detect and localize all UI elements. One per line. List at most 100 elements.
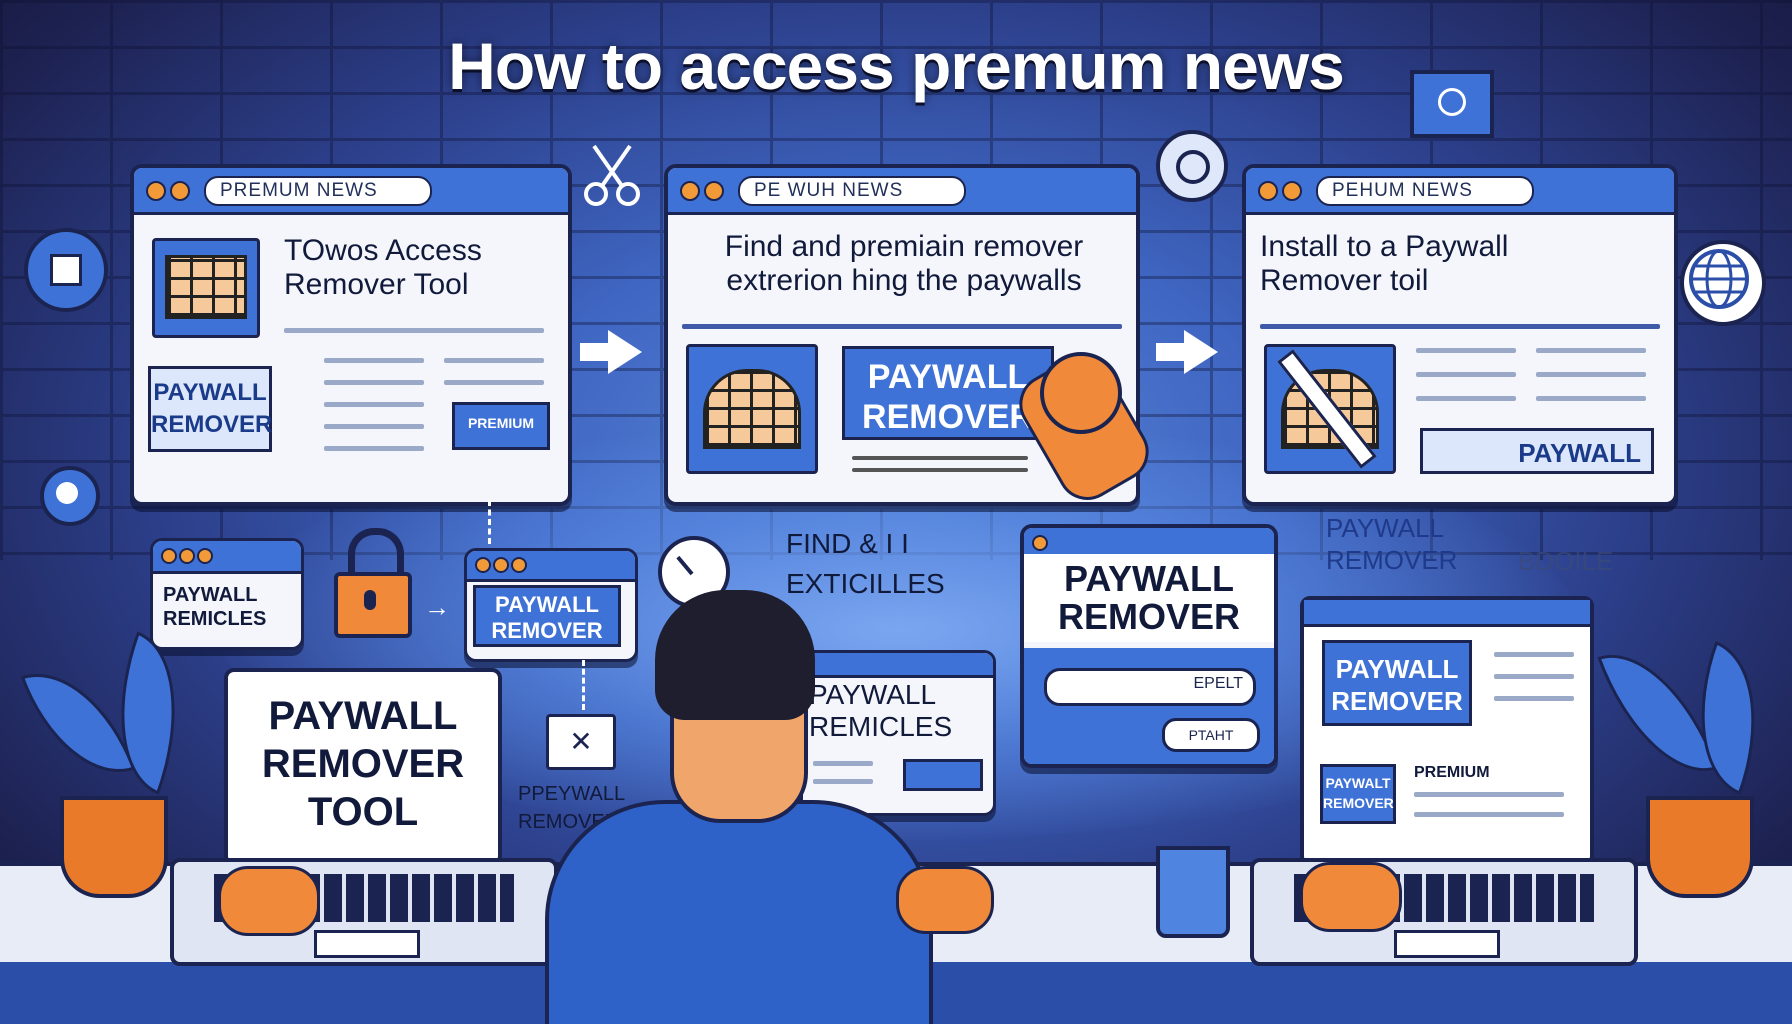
text-line — [852, 456, 1028, 460]
highlight-circle — [1040, 352, 1122, 434]
text-line — [813, 761, 873, 766]
text-line — [1536, 396, 1646, 401]
text-line — [1536, 348, 1646, 353]
find-extensions-text: FIND & I I EXTICILLES — [786, 528, 945, 599]
thumbnail-image — [1264, 344, 1396, 474]
action-button-label: PTAHT — [1188, 727, 1234, 743]
scissors-icon — [582, 140, 642, 210]
mid-window: PAYWALL REMICLES — [800, 650, 996, 816]
window-dot — [1258, 181, 1278, 201]
window-dot — [511, 557, 527, 573]
plant-pot — [1646, 796, 1754, 898]
window-dot — [704, 181, 724, 201]
text-line — [1416, 372, 1516, 377]
window-dot — [475, 557, 491, 573]
window-dot — [161, 548, 177, 564]
text-line — [324, 424, 424, 429]
arrow-right-icon: → — [424, 592, 450, 622]
window-titlebar: PE WUH NEWS — [668, 168, 1136, 215]
window-dot — [146, 181, 166, 201]
paywall-remover-badge[interactable]: PAYWALL REMOVER — [1322, 640, 1472, 726]
window-dot — [493, 557, 509, 573]
action-button[interactable]: PTAHT — [1162, 718, 1260, 752]
window-titlebar — [1304, 600, 1590, 627]
text-line — [444, 358, 544, 363]
paywall-grid-icon — [703, 369, 801, 449]
trackpad — [314, 930, 420, 958]
window-titlebar — [803, 653, 993, 678]
address-bar[interactable]: PREMUM NEWS — [204, 176, 432, 206]
person-hair — [655, 590, 815, 720]
hand-right — [1300, 862, 1402, 932]
window-dot — [197, 548, 213, 564]
trackpad — [1394, 930, 1500, 958]
right-label-faded: BDOILE — [1518, 546, 1614, 576]
input-field[interactable]: EPELT — [1044, 668, 1256, 706]
paywall-label[interactable]: PAYWALL — [1420, 428, 1654, 474]
browser-window-step-3: PEHUM NEWS Install to a Paywall Remover … — [1242, 164, 1678, 506]
premium-label: PREMIUM — [1414, 764, 1490, 781]
target-icon — [1156, 130, 1228, 202]
window-titlebar — [467, 551, 635, 582]
window-titlebar: PEHUM NEWS — [1246, 168, 1674, 215]
window-titlebar: PREMUM NEWS — [134, 168, 568, 215]
right-label: PAYWALL REMOVER — [1326, 513, 1458, 575]
small-window-left: PAYWALL REMICLES — [150, 538, 304, 650]
small-window-center: PAYWALL REMOVER — [464, 548, 638, 662]
window-dot — [179, 548, 195, 564]
text-line — [1260, 324, 1660, 329]
paywall-grid-icon — [165, 255, 247, 319]
text-line — [324, 380, 424, 385]
paywall-remover-badge[interactable]: PAYWALL REMOVER — [148, 366, 272, 452]
text-line — [813, 779, 873, 784]
plant-leaf — [20, 650, 136, 796]
laptop-right-screen: PAYWALL REMOVER PAYWALT REMOVER PREMIUM — [1300, 596, 1594, 866]
small-window-text: PAYWALL REMICLES — [163, 584, 267, 630]
text-line — [444, 380, 544, 385]
step-3-heading: Install to a Paywall Remover toil — [1260, 230, 1509, 297]
plant-pot — [60, 796, 168, 898]
hand-left — [218, 866, 320, 936]
text-line — [1416, 396, 1516, 401]
text-line — [1414, 812, 1564, 817]
text-line — [1494, 674, 1574, 679]
card-title: PAYWALL REMOVER — [1024, 554, 1274, 642]
connector-line — [488, 500, 491, 544]
step-2-heading: Find and premiain remover extrerion hing… — [724, 230, 1084, 297]
text-line — [852, 468, 1028, 472]
connector-line — [582, 660, 585, 710]
address-bar[interactable]: PEHUM NEWS — [1316, 176, 1534, 206]
window-dot — [680, 181, 700, 201]
thumbnail-image — [152, 238, 260, 338]
globe-icon — [1680, 240, 1766, 326]
step-1-heading: TOwos Access Remover Tool — [284, 234, 482, 301]
mid-window-text: PAYWALL REMICLES — [809, 679, 953, 742]
text-line — [1536, 372, 1646, 377]
paywall-remover-badge[interactable]: PAYWALL REMOVER — [473, 585, 621, 647]
square-icon — [24, 228, 108, 312]
card-center-right: PAYWALL REMOVER EPELT PTAHT — [1020, 524, 1278, 768]
pen-cup — [1156, 846, 1230, 938]
text-line — [682, 324, 1122, 329]
close-x-icon: ✕ — [546, 714, 616, 770]
window-dot — [1032, 535, 1048, 551]
premium-badge[interactable]: PREMIUM — [452, 402, 550, 450]
window-dot — [1282, 181, 1302, 201]
paywall-remover-badge[interactable]: PAYWALL REMOVER — [842, 346, 1054, 440]
hand-center — [896, 866, 994, 934]
record-icon — [40, 466, 100, 526]
input-button-text: EPELT — [1193, 675, 1244, 692]
person-body — [545, 800, 933, 1024]
window-icon — [1410, 70, 1494, 138]
browser-window-step-1: PREMUM NEWS TOwos Access Remover Tool PA… — [130, 164, 572, 506]
small-badge[interactable]: PAYWALT REMOVER — [1320, 764, 1396, 824]
address-bar[interactable]: PE WUH NEWS — [738, 176, 966, 206]
window-dot — [170, 181, 190, 201]
laptop-screen-text: PAYWALL REMOVER TOOL — [261, 694, 465, 834]
window-titlebar — [153, 541, 301, 574]
text-line — [1494, 696, 1574, 701]
text-line — [1494, 652, 1574, 657]
mini-button[interactable] — [903, 759, 983, 791]
laptop-left-screen: PAYWALL REMOVER TOOL — [224, 668, 502, 866]
